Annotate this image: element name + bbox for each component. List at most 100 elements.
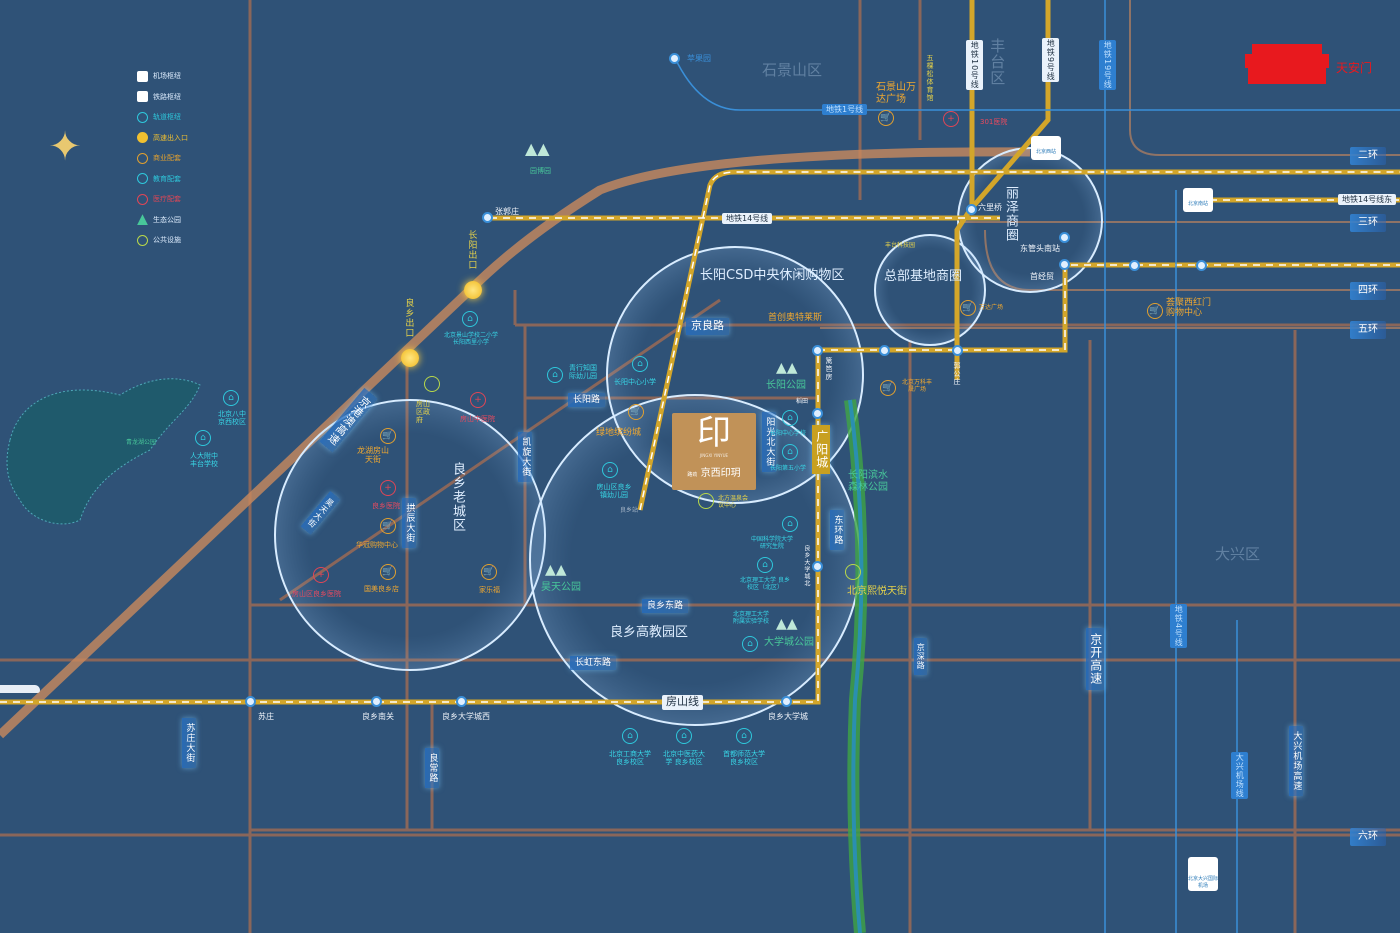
poi-school-bit-aff[interactable]: 北京理工大学 附属实验学校 — [732, 611, 769, 625]
metro-icon[interactable] — [1059, 259, 1070, 270]
poi-daxuecheng-park[interactable]: 大学城公园 — [764, 637, 814, 648]
metro-icon[interactable] — [812, 345, 823, 356]
metro-icon[interactable] — [245, 696, 256, 707]
metro-icon[interactable] — [781, 696, 792, 707]
station-liuliqiao[interactable]: 六里桥 — [978, 203, 1002, 212]
poi-school-bj8[interactable]: 北京八中 京西校区 — [218, 410, 246, 427]
lake-qinglong — [6, 378, 201, 525]
poi-fs-hosp[interactable]: 房山中医院 — [460, 415, 495, 423]
poi-hosp301[interactable]: 301医院 — [980, 118, 1008, 126]
station-lx-dxcb[interactable]: 良乡大学城北 — [802, 545, 810, 587]
station-guogongzhuang[interactable]: 郭公庄 — [953, 362, 962, 386]
poi-fs-hosp2[interactable]: 房山区良乡医院 — [292, 590, 341, 598]
ring-6: 六环 — [1350, 828, 1386, 846]
station-lx-dxc[interactable]: 良乡大学城 — [768, 712, 808, 721]
exit-changyang[interactable]: 长阳出口 — [466, 230, 477, 270]
metro-icon[interactable] — [966, 204, 977, 215]
tiananmen-icon — [1245, 44, 1329, 84]
metro-icon[interactable] — [812, 408, 823, 419]
poi-vanke[interactable]: 北京万科丰晟广场 — [902, 379, 933, 393]
poi-school-bitu[interactable]: 北京工商大学 良乡校区 — [609, 750, 651, 767]
poi-fs-gov[interactable]: 房山区政府 — [416, 400, 430, 425]
poi-school-cnu[interactable]: 首都师范大学 良乡校区 — [723, 750, 765, 767]
poi-school-qingxing[interactable]: 青行知国际幼儿园 — [569, 364, 597, 381]
station-daotian[interactable]: 稻田 — [796, 398, 809, 405]
poi-lvdi[interactable]: 绿地缤纷城 — [596, 428, 642, 438]
airport-icon[interactable]: 北京大兴国际机场 — [1188, 857, 1218, 891]
poi-yuanbo[interactable]: 园博园 — [530, 167, 551, 175]
school-icon: ⌂ — [195, 430, 211, 446]
poi-school-cs[interactable]: 长阳第五小学 — [770, 465, 807, 472]
poi-wukesong[interactable]: 五棵松体育馆 — [926, 54, 935, 102]
metro-icon[interactable] — [879, 345, 890, 356]
station-dongguantou[interactable]: 东管头南站 — [1020, 244, 1060, 253]
metro-icon[interactable] — [1129, 260, 1140, 271]
station-pingguoyuan[interactable]: 苹果园 — [687, 54, 711, 63]
poi-school-rdfz[interactable]: 人大附中 丰台学校 — [190, 452, 218, 469]
poi-school-cy-primary[interactable]: 长阳中心小学 — [614, 378, 656, 386]
metro-icon[interactable] — [1059, 232, 1070, 243]
poi-school-zx[interactable]: 长阳中心学校 — [770, 430, 807, 437]
poi-bf-hot-spring[interactable]: 北方温泉会议中心 — [718, 495, 749, 509]
medical-cross-icon: + — [470, 392, 486, 408]
road-gongchen: 拱辰大街 — [402, 498, 417, 548]
poi-longhu[interactable]: 龙湖房山天街 — [357, 446, 389, 465]
station-beijing-west: 北京西站 — [1035, 149, 1056, 155]
poi-wanda-plaza[interactable]: 万达广场 — [979, 304, 1004, 311]
project-jingxi-yinyue[interactable]: 印 JINGXI YINYUE 路劲 京西印玥 — [672, 413, 756, 490]
exit-liangxiang[interactable]: 良乡出口 — [403, 298, 414, 338]
poi-school-bit-n[interactable]: 北京理工大学 良乡校区（北区） — [740, 577, 790, 591]
line-10-tag: 地铁10号线 — [966, 40, 984, 91]
poi-binshui-park[interactable]: 长阳滨水森林公园 — [848, 470, 888, 493]
line-14-tag: 地铁14号线 — [722, 213, 773, 225]
metro-icon[interactable] — [952, 345, 963, 356]
legend-label: 商业配套 — [153, 154, 181, 163]
station-shoujingmao[interactable]: 首经贸 — [1030, 272, 1054, 281]
poi-changyang-park[interactable]: 长阳公园 — [766, 380, 806, 391]
legend-label: 铁路枢纽 — [153, 92, 181, 101]
poi-xihongmen[interactable]: 荟聚西红门购物中心 — [1166, 298, 1212, 319]
line-daxing-tag: 大兴机场线 — [1231, 752, 1249, 799]
highway-exit-icon[interactable] — [401, 349, 419, 367]
station-lx-nanguan[interactable]: 良乡南关 — [362, 712, 394, 721]
school-icon: ⌂ — [757, 557, 773, 573]
metro-icon[interactable] — [482, 212, 493, 223]
poi-jiale[interactable]: 家乐福 — [479, 586, 500, 594]
station-libafang[interactable]: 篱笆房 — [825, 357, 834, 381]
poi-school-fs-kinder[interactable]: 房山区良乡镇幼儿园 — [596, 483, 632, 500]
station-lx-dxcx[interactable]: 良乡大学城西 — [442, 712, 490, 721]
legend-rail: 铁路枢纽 — [137, 87, 188, 108]
train-icon[interactable]: 北京南站 — [1183, 188, 1213, 212]
station-liangxiang-rail[interactable]: 良乡站 — [620, 507, 639, 514]
poi-school-zgkx[interactable]: 中国科学院大学 研究生院 — [750, 536, 793, 550]
train-icon[interactable]: 北京西站 — [1031, 136, 1061, 160]
high-speed-train-icon — [0, 685, 40, 693]
metro-icon[interactable] — [456, 696, 467, 707]
highway-exit-icon[interactable] — [464, 281, 482, 299]
poi-qinglong-park[interactable]: 青龙湖公园 — [126, 439, 157, 446]
school-icon: ⌂ — [782, 516, 798, 532]
poi-fengtai-tech[interactable]: 丰台科技园 — [885, 242, 916, 249]
metro-icon[interactable] — [371, 696, 382, 707]
zone-zongbu: 总部基地商圈 — [884, 269, 963, 284]
ring-3: 三环 — [1350, 214, 1386, 232]
poi-guomei[interactable]: 国美良乡店 — [364, 585, 399, 593]
metro-icon[interactable] — [1196, 260, 1207, 271]
public-facility-icon — [845, 564, 861, 580]
station-suzhuang[interactable]: 苏庄 — [258, 712, 274, 721]
poi-jingyue[interactable]: 北京熙悦天街 — [847, 586, 907, 597]
poi-school-bucm[interactable]: 北京中医药大学 良乡校区 — [663, 750, 705, 767]
metro-icon[interactable] — [669, 53, 680, 64]
line-fangshan-tag: 房山线 — [662, 695, 703, 710]
poi-school-bj2[interactable]: 北京景山学校二小学 长阳西里小学 — [443, 332, 498, 346]
poi-haotian-park[interactable]: 昊天公园 — [541, 582, 581, 593]
station-zhangguozhuang[interactable]: 张郭庄 — [495, 207, 519, 216]
poi-wanda-sjs[interactable]: 石景山万达广场 — [876, 82, 916, 105]
line-1-tag: 地铁1号线 — [822, 104, 868, 116]
poi-shouchuang-outlets[interactable]: 首创奥特莱斯 — [768, 313, 823, 323]
project-name-row: 路劲 京西印玥 — [672, 464, 756, 479]
metro-icon[interactable] — [812, 561, 823, 572]
poi-lx-hosp[interactable]: 良乡医院 — [372, 502, 400, 510]
shopping-cart-icon — [137, 152, 148, 164]
poi-huaguan[interactable]: 华冠购物中心 — [356, 541, 398, 549]
